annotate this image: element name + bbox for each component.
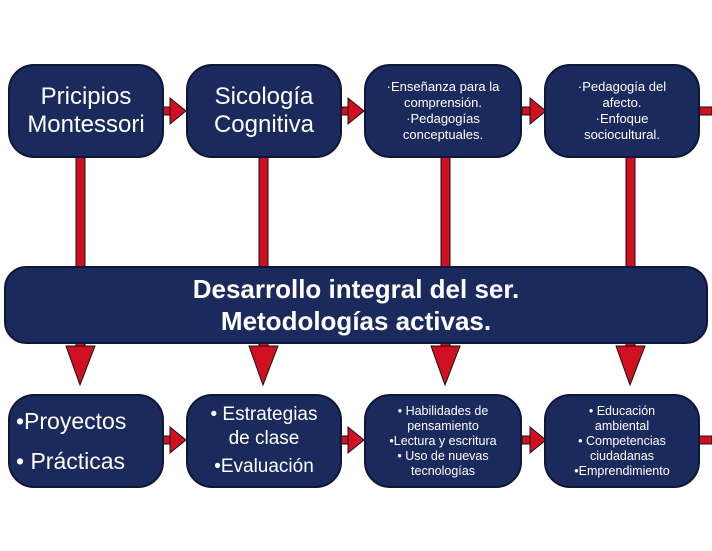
box-text: ambiental	[594, 418, 650, 433]
box-text: ·Pedagogía del	[577, 79, 667, 94]
box-text: ·Enfoque	[595, 111, 649, 126]
arrow-top-head-2	[347, 96, 365, 126]
arrow-top-head-3	[529, 96, 547, 126]
arrow-top-head-1	[169, 96, 187, 126]
arrow-head-down-2	[248, 345, 279, 387]
box-text: conceptuales.	[402, 127, 484, 142]
arrow-head-down-3	[430, 345, 461, 387]
box-text: • Educación	[588, 403, 656, 418]
box-text: • Uso de nuevas	[397, 448, 489, 463]
arrow-bottom-head-3	[529, 425, 547, 455]
arrow-bottom-head-1	[169, 425, 187, 455]
arrow-top-shaft-4	[697, 106, 712, 116]
box-text: Pricipios	[40, 83, 132, 110]
box-text: • Prácticas	[16, 448, 126, 474]
arrow-bottom-head-2	[347, 425, 365, 455]
arrow-head-down-1	[65, 345, 96, 387]
box-text: •Evaluación	[214, 456, 314, 477]
box-text: •Emprendimiento	[574, 463, 670, 478]
arrow-bottom-shaft-4	[697, 435, 712, 445]
box-proyectos-practicas: •Proyectos • Prácticas	[8, 394, 164, 488]
box-text: tecnologías	[411, 463, 475, 478]
box-text: comprensión.	[403, 95, 483, 110]
box-text: ·Enseñanza para la	[386, 79, 500, 94]
box-text: • Estrategias	[210, 404, 318, 425]
box-text: •Lectura y escritura	[389, 433, 497, 448]
banner-text: Desarrollo integral del ser.	[192, 274, 520, 304]
arrow-head-down-4	[615, 345, 646, 387]
box-text: Cognitiva	[213, 111, 315, 138]
box-estrategias-evaluacion: • Estrategias de clase •Evaluación	[186, 394, 342, 488]
box-habilidades-pensamiento: • Habilidades de pensamiento •Lectura y …	[364, 394, 522, 488]
box-sicologia-cognitiva: Sicología Cognitiva	[186, 64, 342, 158]
box-text: pensamiento	[407, 418, 479, 433]
box-educacion-ambiental: • Educación ambiental • Competencias ciu…	[544, 394, 700, 488]
box-pricipios-montessori: Pricipios Montessori	[8, 64, 164, 158]
box-text: de clase	[228, 428, 300, 449]
box-text: Sicología	[214, 83, 314, 110]
box-text: Montessori	[27, 111, 145, 138]
box-ensenanza-comprension: ·Enseñanza para la comprensión. ·Pedagog…	[364, 64, 522, 158]
banner-text: Metodologías activas.	[220, 306, 492, 336]
box-text: ciudadanas	[590, 448, 654, 463]
box-text: afecto.	[602, 95, 642, 110]
box-text: sociocultural.	[584, 127, 660, 142]
box-text: • Competencias	[578, 433, 666, 448]
box-text: • Habilidades de	[397, 403, 489, 418]
banner-desarrollo-integral: Desarrollo integral del ser. Metodología…	[4, 266, 708, 344]
box-text: ·Pedagogías	[406, 111, 480, 126]
box-text: •Proyectos	[16, 408, 127, 434]
box-pedagogia-afecto: ·Pedagogía del afecto. ·Enfoque sociocul…	[544, 64, 700, 158]
